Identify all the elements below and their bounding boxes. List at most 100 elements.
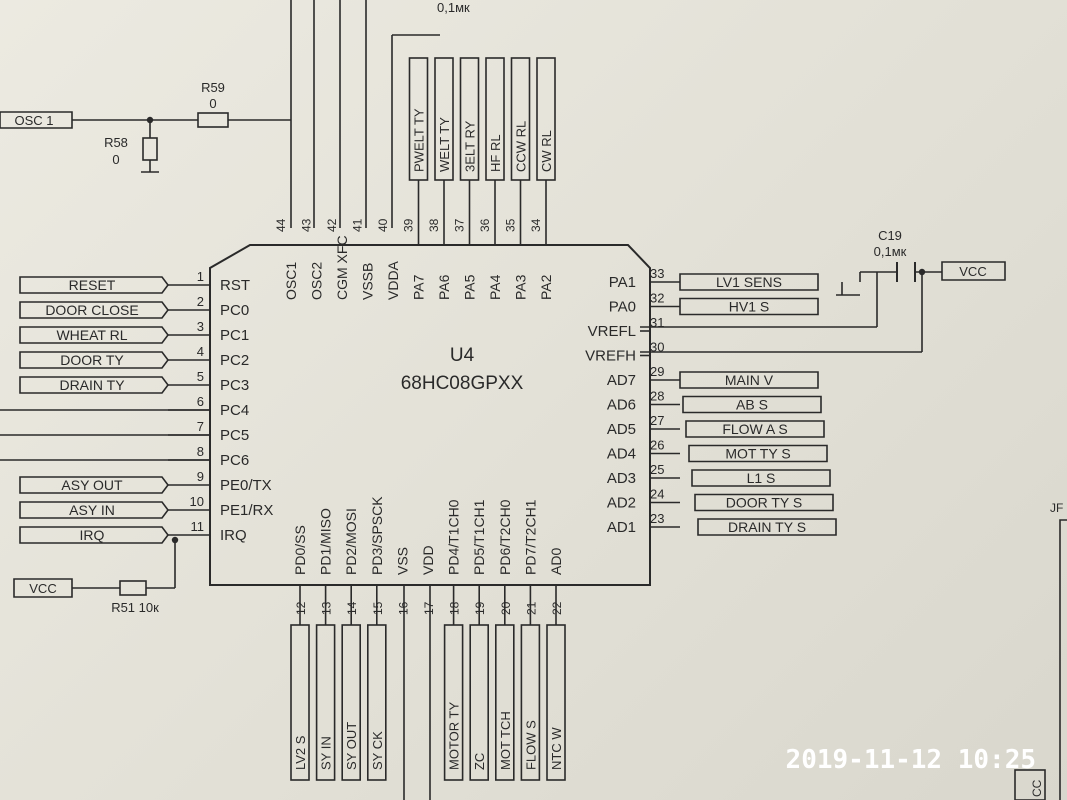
net-label: LV2 S: [293, 735, 308, 770]
pin-name: RST: [220, 277, 250, 294]
pin-number: 28: [650, 389, 664, 404]
pin-number: 34: [529, 218, 543, 232]
net-tag-bottom: [469, 624, 490, 781]
pin-name: PA1: [609, 274, 636, 291]
pin-number: 7: [197, 419, 204, 434]
pin-number: 43: [300, 218, 314, 232]
pin-name: PD6/T2CH0: [497, 499, 513, 575]
pin-number: 29: [650, 364, 664, 379]
net-tag-right: [694, 493, 834, 512]
pin-number: 3: [197, 319, 204, 334]
net-label: WHEAT RL: [56, 327, 127, 343]
pin-name: AD1: [607, 519, 636, 536]
net-tag-right: [679, 273, 819, 291]
c19-ref: C19: [878, 228, 902, 243]
chip-ref: U4: [450, 345, 475, 366]
pin-name: PC0: [220, 302, 249, 319]
net-tag-top: [459, 57, 480, 181]
pin-number: 18: [448, 601, 462, 615]
pin-number: 38: [427, 218, 441, 232]
pin-name: AD4: [607, 446, 636, 463]
pin-name: PA5: [462, 274, 478, 300]
pin-number: 10: [190, 494, 204, 509]
net-tag-right: [685, 420, 825, 438]
pin-number: 17: [422, 601, 436, 615]
net-label: MOT TY S: [725, 446, 790, 462]
pin-name: VSS: [394, 547, 410, 575]
pin-name: VSSB: [360, 263, 376, 300]
net-tag-right: [682, 395, 822, 414]
net-label: FLOW A S: [722, 421, 787, 437]
pin-number: 32: [650, 291, 664, 306]
cc-partial-label: CC: [1030, 779, 1044, 797]
pin-name: PC5: [220, 427, 249, 444]
net-tag-right: [697, 518, 837, 536]
net-label: DRAIN TY: [59, 377, 125, 393]
net-tag-left: [19, 276, 169, 294]
pin-number: 6: [197, 394, 204, 409]
pin-number: 4: [197, 344, 204, 359]
r51-resistor: [119, 580, 147, 596]
pin-name: PA6: [436, 274, 452, 300]
net-label: DOOR TY: [60, 352, 124, 368]
pin-number: 20: [499, 601, 513, 615]
vcc-left-tag: [13, 578, 73, 598]
pin-name: IRQ: [220, 527, 247, 544]
net-label: IRQ: [80, 527, 105, 543]
net-label: ZC: [472, 753, 487, 770]
pin-name: AD3: [607, 470, 636, 487]
net-label: LV1 SENS: [716, 274, 782, 290]
pin-name: PA7: [411, 274, 427, 300]
cap-top-value: 0,1мк: [437, 0, 470, 15]
r51-ref: R51 10к: [111, 600, 159, 615]
jp-block-edge: [1059, 519, 1067, 800]
pin-number: 1: [197, 269, 204, 284]
chip-part: 68HC08GPXX: [401, 373, 524, 394]
pin-number: 5: [197, 369, 204, 384]
pin-name: OSC2: [309, 262, 325, 300]
pin-number: 44: [274, 218, 288, 232]
pin-name: VDDA: [385, 260, 401, 300]
net-label: ASY OUT: [61, 477, 123, 493]
pin-number: 9: [197, 469, 204, 484]
pin-name: PC3: [220, 377, 249, 394]
pin-name: AD2: [607, 495, 636, 512]
net-label: SY CK: [370, 731, 385, 770]
pin-number: 26: [650, 438, 664, 453]
net-label: AB S: [736, 397, 768, 413]
net-tag-bottom: [443, 624, 464, 781]
net-label: L1 S: [747, 470, 776, 486]
r59-ref: R59: [201, 80, 225, 95]
net-label: DOOR CLOSE: [45, 302, 138, 318]
pin-number: 31: [650, 315, 664, 330]
pin-number: 37: [453, 218, 467, 232]
vcc-right-label: VCC: [959, 264, 986, 279]
net-tag-bottom: [341, 624, 362, 781]
net-label: SY OUT: [344, 722, 359, 770]
net-label: SY IN: [319, 736, 334, 770]
pin-number: 13: [320, 601, 334, 615]
net-tag-right: [688, 444, 828, 463]
pin-number: 8: [197, 444, 204, 459]
net-tag-bottom: [366, 624, 387, 781]
pin-name: VREFL: [588, 323, 636, 340]
pin-number: 22: [550, 601, 564, 615]
net-label: WELT TY: [437, 117, 452, 172]
pin-name: PD4/T1CH0: [446, 499, 462, 575]
osc1-tag: [0, 111, 73, 129]
pin-name: PD0/SS: [292, 525, 308, 575]
pin-number: 16: [396, 601, 410, 615]
pin-name: PC4: [220, 402, 249, 419]
net-tag-left: [19, 376, 169, 394]
net-tag-bottom: [546, 624, 566, 781]
pin-number: 15: [371, 601, 385, 615]
pin-number: 23: [650, 511, 664, 526]
net-tag-bottom: [520, 624, 541, 781]
net-tag-left: [19, 476, 169, 494]
net-tag-top: [536, 57, 556, 181]
cc-partial-box: [1014, 769, 1046, 800]
pin-number: 30: [650, 340, 664, 355]
pin-name: PC1: [220, 327, 249, 344]
